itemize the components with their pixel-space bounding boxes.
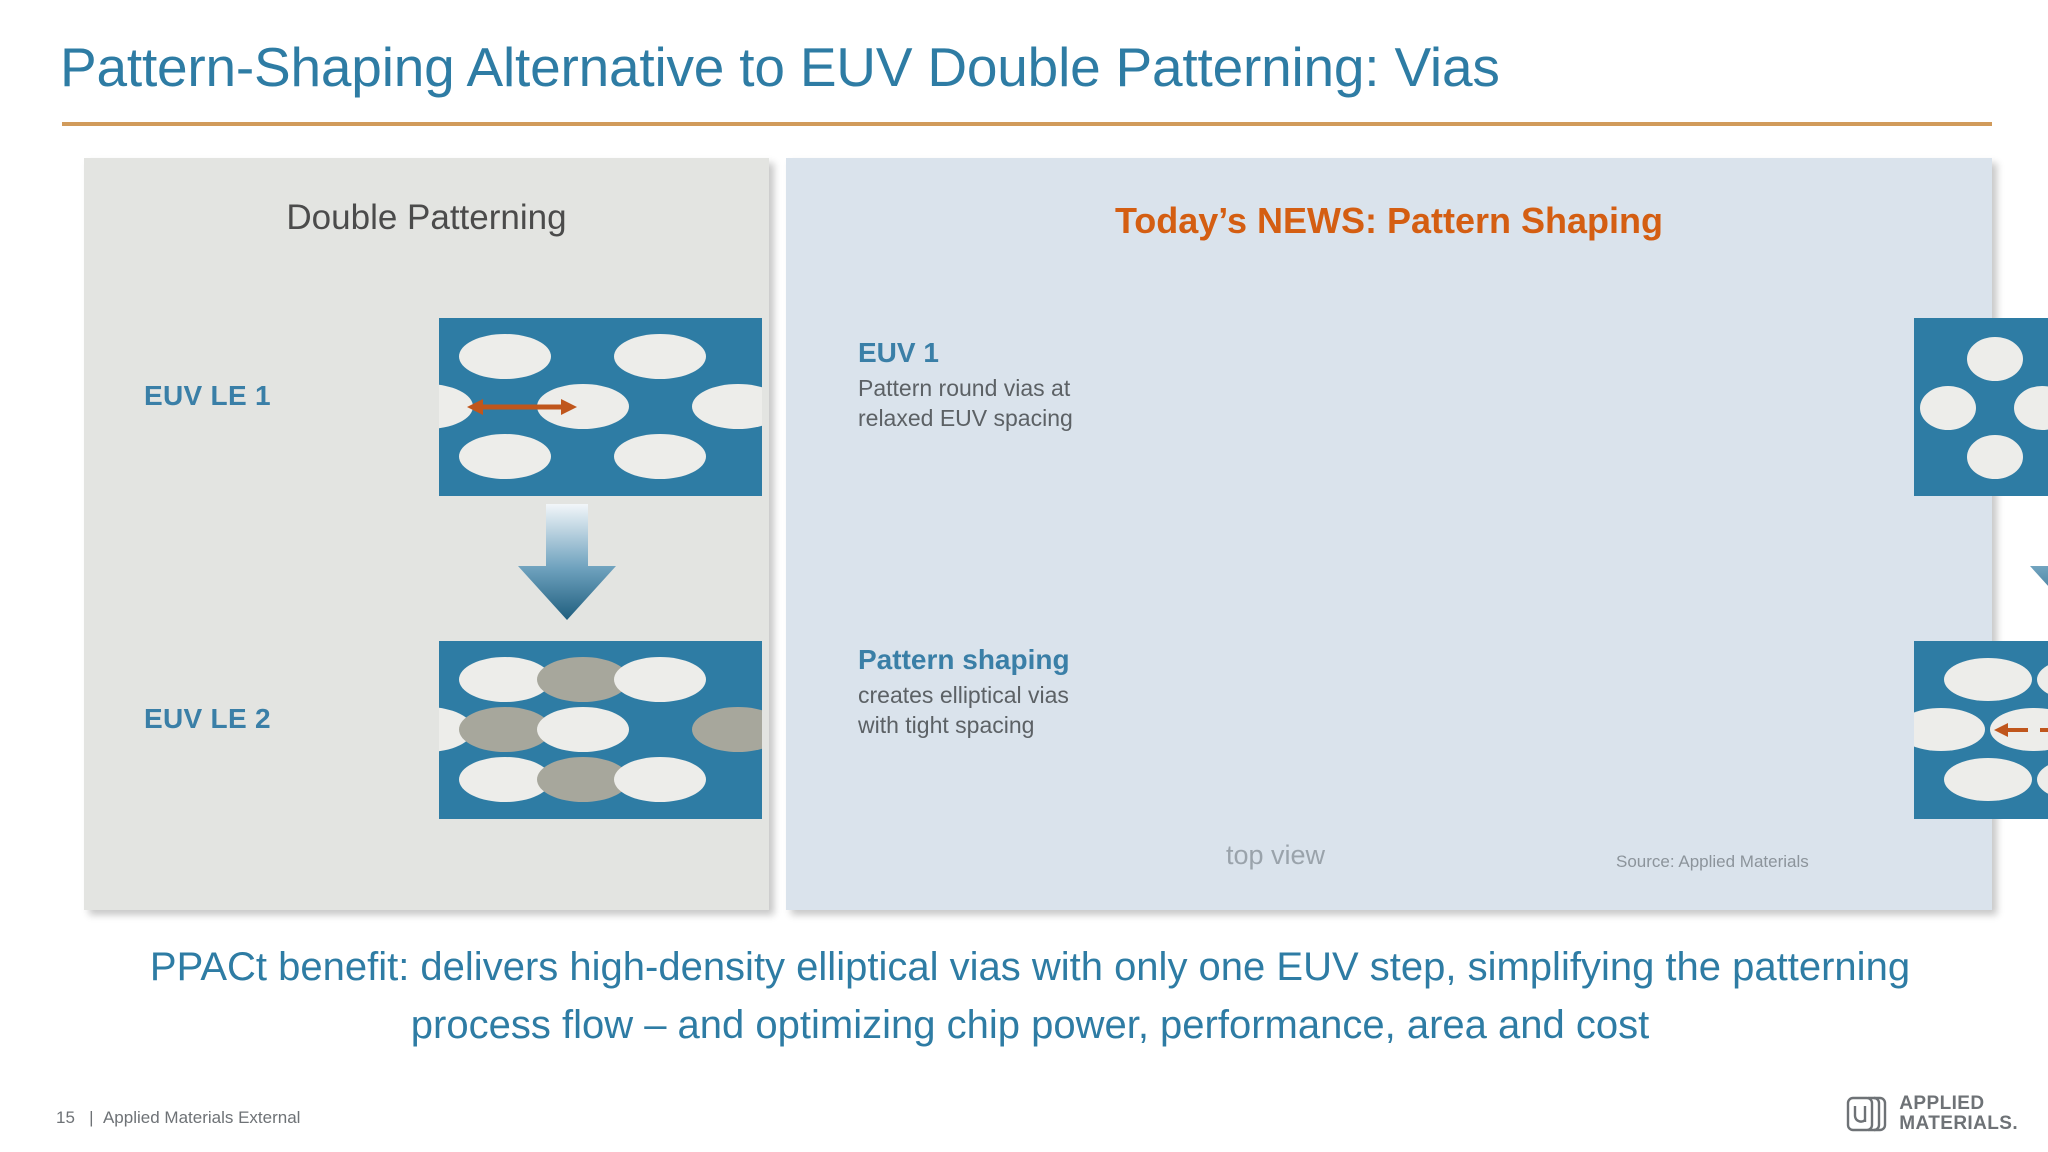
applied-materials-mark-icon [1847,1096,1887,1132]
step-caption-euv-1: EUV 1 Pattern round vias at relaxed EUV … [858,336,1088,433]
stretch-arrow-bidirectional [1994,723,2048,737]
via-ellipse [614,757,706,802]
via-ellipse [537,707,629,752]
via-ellipse-second-exposure [537,657,629,702]
via-ellipse [459,757,551,802]
via-pattern-elliptical [1914,641,2048,819]
footer-text: 15 | Applied Materials External [56,1108,300,1128]
step-caption-pattern-shaping: Pattern shaping creates elliptical vias … [858,643,1088,740]
via-pattern-euv-le-2 [439,641,762,819]
via-ellipse [614,657,706,702]
process-flow-down-arrow [518,504,616,620]
via-round [2014,386,2048,430]
via-ellipse-second-exposure [692,707,762,752]
footer-page-number: 15 [56,1108,75,1127]
step-heading: Pattern shaping [858,644,1070,675]
via-ellipse [1944,758,2032,801]
right-panel-title: Today’s NEWS: Pattern Shaping [1114,200,1664,241]
via-ellipse [614,334,706,379]
via-ellipse [459,334,551,379]
step-body: Pattern round vias at relaxed EUV spacin… [858,375,1073,431]
via-ellipse [459,434,551,479]
logo-line-2: MATERIALS. [1899,1113,2018,1134]
via-ellipse [614,434,706,479]
double-patterning-panel: Double Patterning EUV LE 1 EUV LE 2 [84,158,769,910]
via-round [1967,435,2023,479]
via-ellipse [2037,758,2048,801]
page-title: Pattern-Shaping Alternative to EUV Doubl… [60,36,1500,98]
applied-materials-wordmark: APPLIED MATERIALS. [1899,1094,2018,1134]
source-attribution: Source: Applied Materials [1616,852,1809,871]
via-ellipse [1944,658,2032,701]
step-heading: EUV 1 [858,337,939,368]
footer-classification: Applied Materials External [102,1108,301,1127]
process-flow-down-arrow [2030,566,2048,586]
row-label-euv-le-2: EUV LE 2 [144,703,271,734]
left-panel-title: Double Patterning [286,198,567,237]
footer-separator: | [89,1108,94,1127]
spacing-arrow-horizontal [467,399,577,415]
top-view-label: top view [1226,840,1326,870]
step-body: creates elliptical vias with tight spaci… [858,682,1069,738]
via-ellipse [459,657,551,702]
via-ellipse-second-exposure [537,757,629,802]
via-round [1967,337,2023,381]
via-ellipse [2037,658,2048,701]
row-label-euv-le-1: EUV LE 1 [144,380,271,411]
logo-line-1: APPLIED [1899,1093,1985,1114]
via-pattern-round [1914,318,2048,496]
via-ellipse-second-exposure [459,707,551,752]
pattern-shaping-panel: Today’s NEWS: Pattern Shaping EUV 1 Patt… [786,158,2048,910]
title-underline-rule [62,122,1992,126]
applied-materials-logo: APPLIED MATERIALS. [1844,1094,2018,1134]
via-ellipse [692,384,762,429]
benefit-statement: PPACt benefit: delivers high-density ell… [149,945,1911,1047]
via-round [1920,386,1976,430]
via-ellipse [1914,708,1985,751]
via-pattern-euv-le-1 [439,318,762,496]
